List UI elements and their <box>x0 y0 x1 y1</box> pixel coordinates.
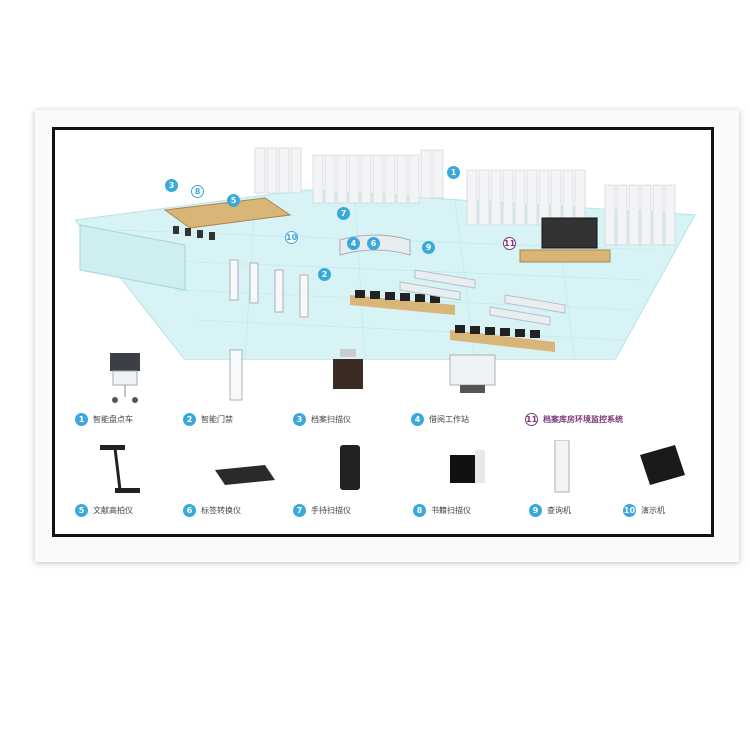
device-row-2 <box>100 440 685 493</box>
shelving-right <box>466 169 676 246</box>
security-gates <box>229 259 309 318</box>
callout-8: 8 <box>191 185 204 198</box>
legend-number: 1 <box>75 413 88 426</box>
callout-5: 5 <box>227 194 240 207</box>
chairs <box>173 226 215 240</box>
legend-number: 4 <box>411 413 424 426</box>
legend-item-2: 2 智能门禁 <box>183 413 233 426</box>
legend-item-1: 1 智能盘点车 <box>75 413 133 426</box>
archive-floor-plan <box>74 147 696 360</box>
book-scanner-image <box>450 450 485 483</box>
archive-scanner-image <box>333 349 363 389</box>
demo-kiosk-image <box>640 445 685 485</box>
callout-6: 6 <box>367 237 380 250</box>
legend-label: 借阅工作站 <box>429 415 469 424</box>
control-desk <box>519 249 611 263</box>
legend-label: 查询机 <box>547 506 571 515</box>
legend-number: 3 <box>293 413 306 426</box>
callout-7: 7 <box>337 207 350 220</box>
legend-number: 5 <box>75 504 88 517</box>
legend-label: 标签转换仪 <box>201 506 241 515</box>
legend-item-7: 7 手持扫描仪 <box>293 504 351 517</box>
legend-label: 智能门禁 <box>201 415 233 424</box>
monitor-wall <box>541 217 598 249</box>
callout-3: 3 <box>165 179 178 192</box>
legend-item-9: 9 查询机 <box>529 504 571 517</box>
query-kiosk-image <box>554 440 570 493</box>
handheld-scanner-image <box>340 445 360 490</box>
callout-4: 4 <box>347 237 360 250</box>
callout-11: 11 <box>503 237 516 250</box>
legend-label: 演示机 <box>641 506 665 515</box>
legend-label: 手持扫描仪 <box>311 506 351 515</box>
legend-number: 2 <box>183 413 196 426</box>
callout-10: 10 <box>285 231 298 244</box>
callout-9: 9 <box>422 241 435 254</box>
legend-item-6: 6 标签转换仪 <box>183 504 241 517</box>
borrow-workstation-image <box>449 354 496 393</box>
legend-item-11: 11 档案库房环境监控系统 <box>525 413 623 426</box>
shelving-left <box>254 147 444 204</box>
smart-gate-image <box>229 349 243 401</box>
legend-number: 10 <box>623 504 636 517</box>
glass-wall <box>79 224 186 291</box>
legend-label: 档案扫描仪 <box>311 415 351 424</box>
legend-item-4: 4 借阅工作站 <box>411 413 469 426</box>
diagram-frame: 3 8 5 1 7 10 4 6 9 11 2 1 智能盘点车 2 智能门禁 3… <box>52 127 714 537</box>
legend-number: 11 <box>525 413 538 426</box>
callout-2: 2 <box>318 268 331 281</box>
legend-number: 9 <box>529 504 542 517</box>
legend-label: 文献高拍仪 <box>93 506 133 515</box>
legend-number: 8 <box>413 504 426 517</box>
waiting-benches <box>399 269 566 326</box>
reading-desks <box>350 290 555 352</box>
legend-label: 档案库房环境监控系统 <box>543 415 623 424</box>
legend-item-10: 10 演示机 <box>623 504 665 517</box>
device-row-1 <box>110 349 496 403</box>
legend-item-8: 8 书籍扫描仪 <box>413 504 471 517</box>
legend-label: 书籍扫描仪 <box>431 506 471 515</box>
legend-number: 7 <box>293 504 306 517</box>
tag-converter-image <box>215 465 275 485</box>
callout-1: 1 <box>447 166 460 179</box>
legend-label: 智能盘点车 <box>93 415 133 424</box>
legend-item-3: 3 档案扫描仪 <box>293 413 351 426</box>
inventory-cart-image <box>110 353 140 403</box>
legend-item-5: 5 文献高拍仪 <box>75 504 133 517</box>
legend-number: 6 <box>183 504 196 517</box>
document-camera-image <box>100 445 140 493</box>
